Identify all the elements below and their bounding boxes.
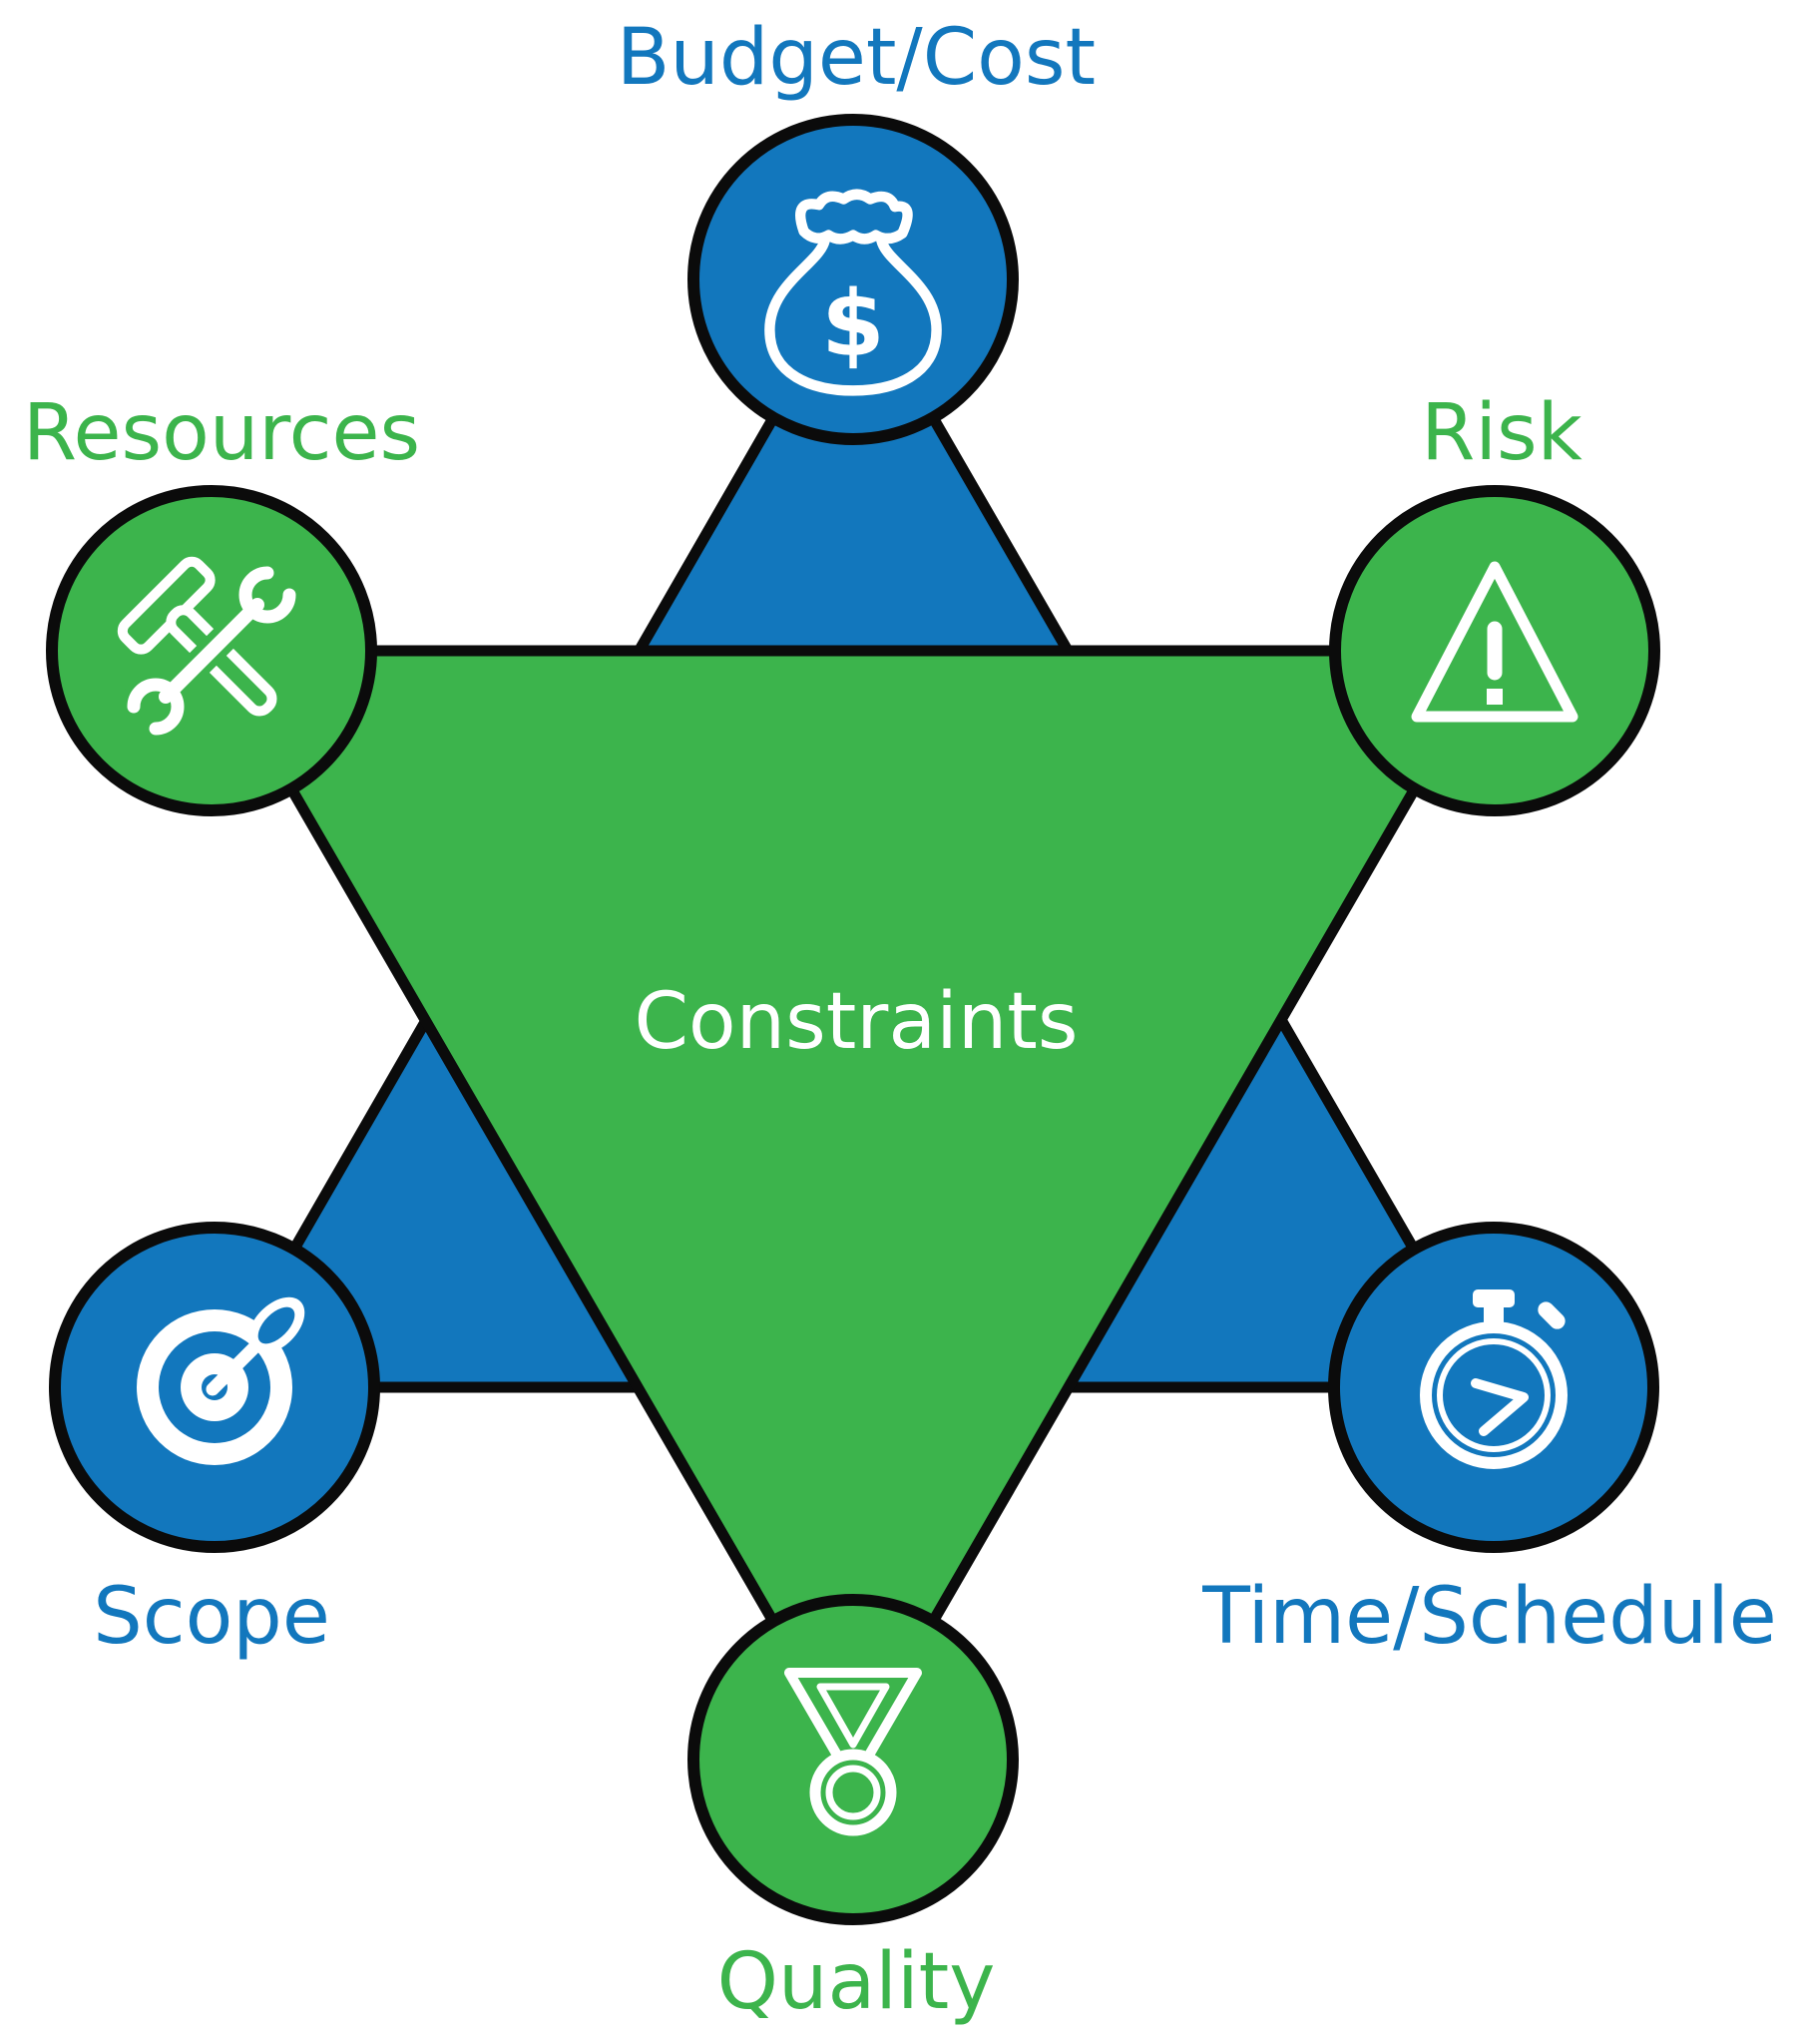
node-resources xyxy=(46,485,377,816)
label-time: Time/Schedule xyxy=(1201,1572,1777,1662)
medal-icon xyxy=(784,1668,922,1836)
stopwatch-hands xyxy=(1471,1378,1529,1436)
label-resources: Resources xyxy=(23,388,420,478)
dollar-sign-glyph: $ xyxy=(821,269,884,376)
wrench-jaw-ne xyxy=(238,566,296,624)
node-budget: $ xyxy=(687,114,1019,445)
green-triangle xyxy=(202,645,1505,1771)
medal-ribbon-inner xyxy=(816,1683,890,1749)
stopwatch-crown-stem xyxy=(1484,1305,1504,1323)
target-dart-icon xyxy=(137,1296,305,1465)
node-time xyxy=(1328,1222,1659,1553)
exclamation-dot xyxy=(1487,689,1503,705)
medal-ribbon-outer xyxy=(784,1668,922,1788)
label-risk: Risk xyxy=(1421,388,1582,478)
warning-triangle-outline xyxy=(1411,561,1578,723)
medal-disc-inner xyxy=(825,1765,881,1820)
money-bag-ruffle xyxy=(795,189,913,245)
label-budget: Budget/Cost xyxy=(617,13,1096,103)
dart-fletching-inner xyxy=(257,1306,295,1344)
node-scope xyxy=(49,1222,380,1553)
stopwatch-side-button xyxy=(1538,1301,1566,1329)
node-risk xyxy=(1329,485,1660,816)
node-quality xyxy=(687,1594,1019,1925)
hammer-wrench-icon xyxy=(117,556,302,742)
stopwatch-icon xyxy=(1420,1289,1568,1469)
label-scope: Scope xyxy=(93,1572,330,1662)
money-bag-body xyxy=(764,236,942,396)
wrench-handle xyxy=(159,598,264,704)
money-bag-icon: $ xyxy=(764,189,942,396)
center-label: Constraints xyxy=(634,977,1078,1067)
label-quality: Quality xyxy=(717,1937,996,2027)
wrench-jaw-sw xyxy=(127,678,185,736)
warning-triangle-icon xyxy=(1411,561,1578,723)
stopwatch-body xyxy=(1420,1321,1568,1469)
stopwatch-inner-ring xyxy=(1437,1338,1551,1452)
stopwatch-crown-cap xyxy=(1473,1289,1515,1307)
